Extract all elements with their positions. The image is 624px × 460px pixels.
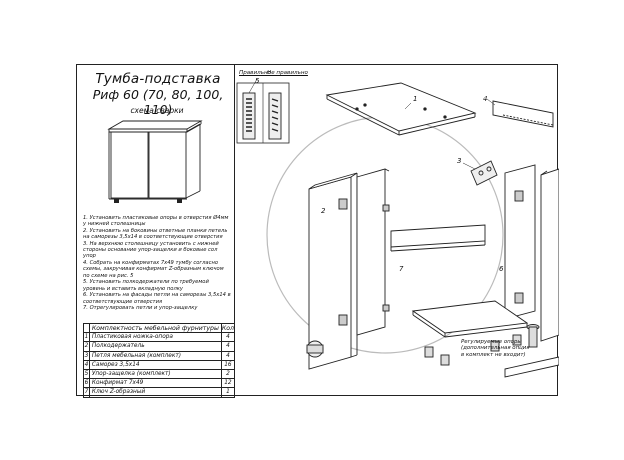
header-name: Комплектность мебельной фурнитуры	[88, 322, 222, 334]
exploded-view-drawing	[236, 78, 560, 378]
row-qty: 4	[220, 341, 236, 352]
instruction-step: 1. Установить пластиковые опоры в отверс…	[83, 215, 229, 228]
assembly-sheet: Тумба-подставка Риф 60 (70, 80, 100, 110…	[76, 64, 560, 398]
adjustable-feet-note: Регулируемые опоры (дополнительная опция…	[461, 339, 530, 358]
row-name: Конфирмат 7х49	[88, 378, 222, 389]
callout-5: 5	[255, 77, 260, 85]
row-qty: 4	[220, 332, 236, 343]
page-title: Тумба-подставка	[95, 71, 221, 87]
row-qty: 16	[220, 359, 236, 370]
instruction-step: 4. Собрать на конфирматах 7х49 тумбу сог…	[83, 260, 224, 279]
table-header-row: Комплектность мебельной фурнитуры Кол	[83, 322, 236, 334]
header-qty: Кол	[220, 322, 236, 334]
table-row: 7 Ключ Z-образный 1	[83, 387, 236, 398]
callout-3: 3	[457, 157, 462, 165]
callout-2: 2	[321, 207, 326, 215]
callout-6: 6	[499, 265, 504, 273]
info-column: Тумба-подставка Риф 60 (70, 80, 100, 110…	[77, 65, 236, 398]
row-qty: 12	[220, 378, 236, 389]
row-qty: 4	[220, 350, 236, 361]
row-name: Ключ Z-образный	[88, 387, 222, 398]
scheme-label: схема сварки	[130, 106, 184, 115]
table-row: 6 Конфирмат 7х49 12	[83, 378, 236, 389]
row-name: Пластиковая ножка-опора	[88, 332, 222, 343]
exploded-assembly-diagram: Правильно Не правильно 5 4 3 1 2 6 7 Рег…	[235, 65, 560, 397]
row-name: Саморез 3,5х14	[88, 359, 222, 370]
row-name: Полкодержатель	[88, 341, 222, 352]
callout-7: 7	[399, 265, 404, 273]
callout-1: 1	[413, 95, 418, 103]
row-name: Петля мебельная (комплект)	[88, 350, 222, 361]
assembly-instructions: 1. Установить пластиковые опоры в отверс…	[83, 215, 231, 312]
model-subtitle: Риф 60 (70, 80, 100, 110)	[92, 87, 224, 117]
hardware-table: Комплектность мебельной фурнитуры Кол 1 …	[83, 322, 236, 398]
row-qty: 2	[220, 368, 236, 380]
instruction-step: 2. Установить на боковины ответные планк…	[83, 228, 228, 241]
correct-label: Правильно	[239, 70, 272, 76]
table-row: 4 Саморез 3,5х14 16	[83, 359, 236, 370]
instruction-step: 7. Отрегулировать петли и упор-защелку	[83, 305, 198, 312]
table-row: 5 Упор-защелка (комплект) 2	[83, 368, 236, 380]
row-qty: 1	[220, 387, 236, 398]
cabinet-preview-drawing	[107, 120, 203, 203]
incorrect-label: Не правильно	[267, 70, 308, 76]
instruction-step: 6. Установить на фасады петли на саморез…	[83, 292, 231, 305]
instruction-step: 3. На верхнюю столешницу установить с ни…	[83, 241, 219, 260]
callout-4: 4	[483, 95, 488, 103]
row-name: Упор-защелка (комплект)	[88, 368, 222, 380]
table-row: 3 Петля мебельная (комплект) 4	[83, 350, 236, 361]
table-row: 2 Полкодержатель 4	[83, 341, 236, 352]
table-row: 1 Пластиковая ножка-опора 4	[83, 332, 236, 343]
instruction-step: 5. Установить полкодержатели по требуемо…	[83, 279, 209, 292]
